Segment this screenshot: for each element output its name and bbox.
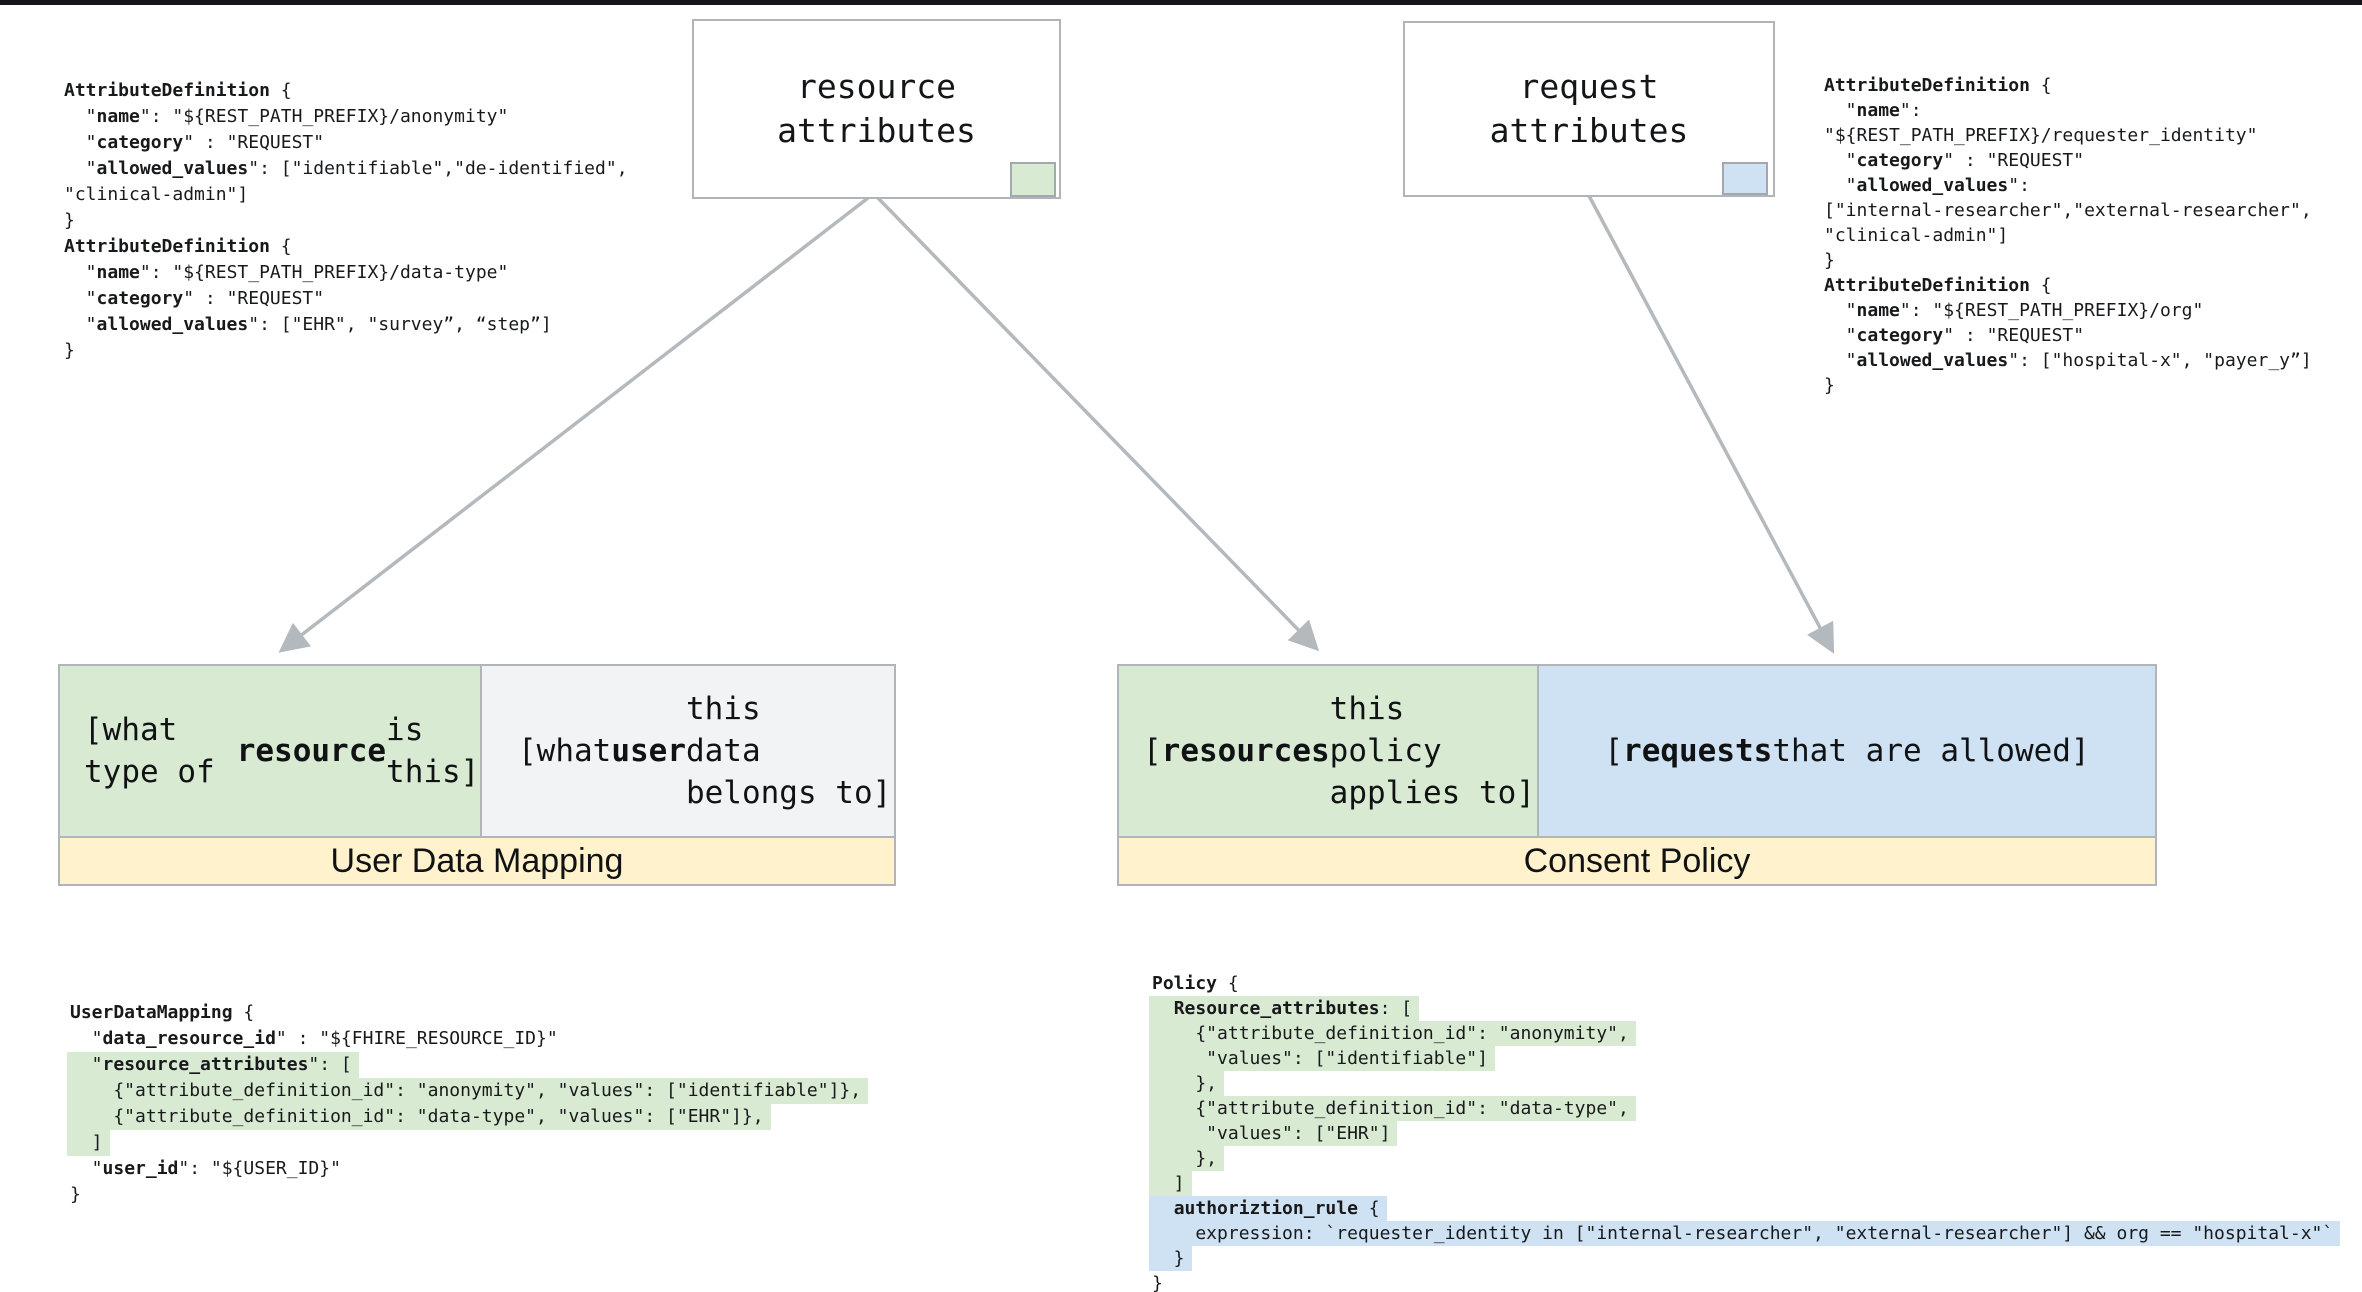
code-line: "allowed_values": ["identifiable","de-id… <box>64 158 628 179</box>
code-line: "category" : "REQUEST" <box>64 132 325 153</box>
code-line: } <box>1824 250 1835 271</box>
code-line: "category" : "REQUEST" <box>1824 150 2085 171</box>
code-line: ] <box>67 1130 868 1156</box>
udm-resource-type-cell: [what type of resource is this] <box>60 666 480 836</box>
code-line: "${REST_PATH_PREFIX}/requester_identity" <box>1824 125 2258 146</box>
code-line: AttributeDefinition { <box>64 80 292 101</box>
code-line: "name": "${REST_PATH_PREFIX}/data-type" <box>64 262 509 283</box>
code-line: "data_resource_id" : "${FHIRE_RESOURCE_I… <box>70 1028 558 1049</box>
code-line: {"attribute_definition_id": "data-type", <box>1149 1096 2340 1121</box>
top-border-bar <box>0 0 2362 5</box>
code-user-data-mapping-example: UserDataMapping { "data_resource_id" : "… <box>67 1000 869 1208</box>
code-line: {"attribute_definition_id": "anonymity", <box>1149 1021 2340 1046</box>
cp-requests-cell: [requests that are allowed] <box>1537 666 2155 836</box>
consent-policy-cells: [resources this policy applies to] [requ… <box>1119 666 2155 836</box>
code-line: "clinical-admin"] <box>1824 225 2009 246</box>
code-line: "allowed_values": ["EHR", "survey”, “ste… <box>64 314 552 335</box>
resource-attributes-box: resource attributes <box>692 19 1061 199</box>
code-line: {"attribute_definition_id": "data-type",… <box>67 1104 868 1130</box>
code-line: } <box>1152 1273 1163 1292</box>
code-line: AttributeDefinition { <box>1824 75 2052 96</box>
code-line: "name": <box>1824 100 1922 121</box>
consent-policy-banner: Consent Policy <box>1119 836 2155 884</box>
code-line: "user_id": "${USER_ID}" <box>70 1158 341 1179</box>
cp-resources-cell: [resources this policy applies to] <box>1119 666 1537 836</box>
code-line: } <box>64 210 75 231</box>
code-line: } <box>70 1184 81 1205</box>
code-line: }, <box>1149 1071 2340 1096</box>
code-line: "values": ["EHR"] <box>1149 1121 2340 1146</box>
resource-attributes-label: resource attributes <box>777 67 976 150</box>
code-line: "category" : "REQUEST" <box>64 288 325 309</box>
code-line: ["internal-researcher","external-researc… <box>1824 200 2312 221</box>
code-line: "resource_attributes": [ <box>67 1052 868 1078</box>
code-line: "clinical-admin"] <box>64 184 249 205</box>
code-line: } <box>1824 375 1835 396</box>
code-line: AttributeDefinition { <box>1824 275 2052 296</box>
code-line: "category" : "REQUEST" <box>1824 325 2085 346</box>
code-line: Policy { <box>1152 973 1239 994</box>
code-line: }, <box>1149 1146 2340 1171</box>
code-line: expression: `requester_identity in ["int… <box>1149 1221 2341 1246</box>
code-line: "name": "${REST_PATH_PREFIX}/org" <box>1824 300 2204 321</box>
code-resource-attribute-definitions: AttributeDefinition { "name": "${REST_PA… <box>64 78 628 364</box>
code-line: authoriztion_rule { <box>1149 1196 2340 1221</box>
request-attributes-label: request attributes <box>1489 67 1689 150</box>
code-line: UserDataMapping { <box>70 1002 255 1023</box>
resource-green-swatch <box>1010 162 1056 197</box>
code-line: } <box>1149 1246 2340 1271</box>
consent-policy-box: [resources this policy applies to] [requ… <box>1117 664 2157 886</box>
code-line: AttributeDefinition { <box>64 236 292 257</box>
code-request-attribute-definitions: AttributeDefinition { "name": "${REST_PAT… <box>1824 73 2312 398</box>
request-blue-swatch <box>1722 162 1768 195</box>
user-data-mapping-box: [what type of resource is this] [what us… <box>58 664 896 886</box>
code-policy-example: Policy { Resource_attributes: [ {"attrib… <box>1149 971 2341 1292</box>
code-line: Resource_attributes: [ <box>1149 996 2340 1021</box>
udm-user-cell: [what user this data belongs to] <box>480 666 894 836</box>
code-line: "name": "${REST_PATH_PREFIX}/anonymity" <box>64 106 509 127</box>
code-line: "allowed_values": ["hospital-x", "payer_… <box>1824 350 2312 371</box>
code-line: {"attribute_definition_id": "anonymity",… <box>67 1078 869 1104</box>
request-attributes-box: request attributes <box>1403 21 1775 197</box>
code-line: ] <box>1149 1171 2340 1196</box>
code-line: } <box>64 340 75 361</box>
arrow-resource-to-consentpolicy-icon <box>876 196 1320 652</box>
code-line: "values": ["identifiable"] <box>1149 1046 2340 1071</box>
user-data-mapping-banner: User Data Mapping <box>60 836 894 884</box>
user-data-mapping-cells: [what type of resource is this] [what us… <box>60 666 894 836</box>
code-line: "allowed_values": <box>1824 175 2030 196</box>
arrow-request-to-consentpolicy-icon <box>1586 193 1835 654</box>
